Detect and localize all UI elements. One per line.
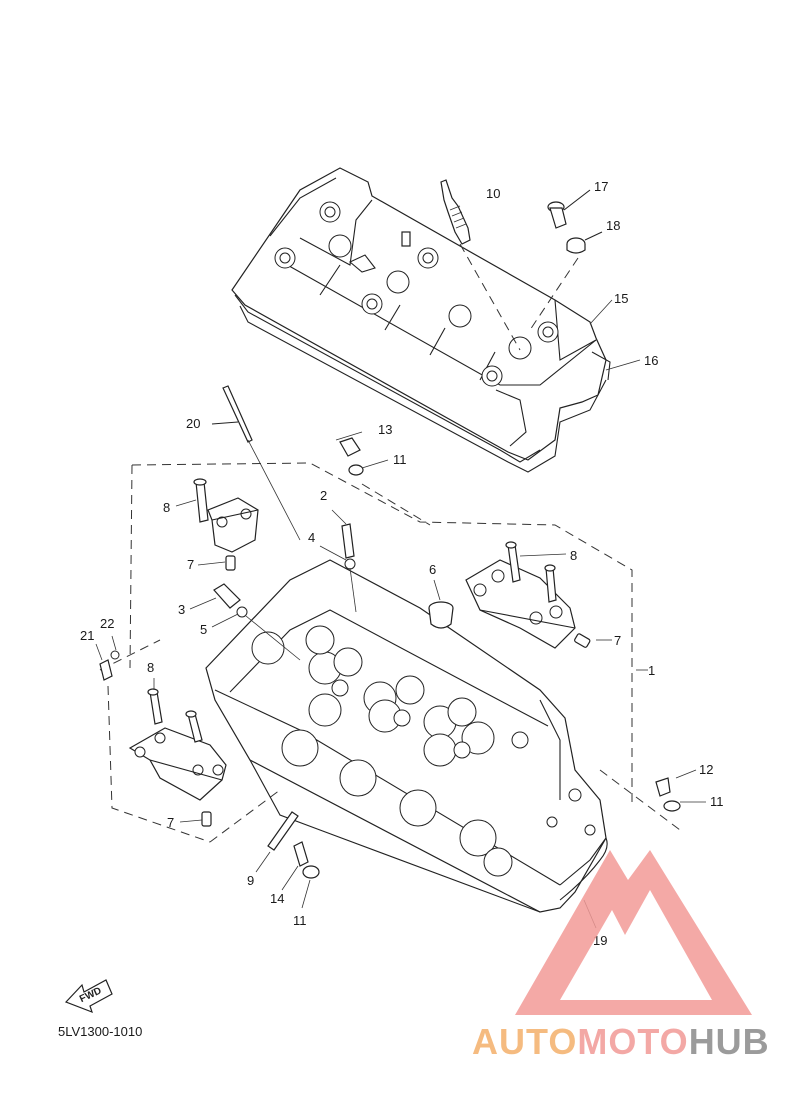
logo-text-moto: MOTO	[577, 1021, 688, 1062]
cylinder-head-cover	[231, 167, 611, 473]
small-bolt-gasket	[99, 650, 120, 681]
callout-21: 21	[80, 628, 94, 643]
callout-11-bottom: 11	[293, 913, 307, 928]
callout-14: 14	[270, 891, 284, 906]
stud-bolt	[211, 385, 301, 541]
callout-9: 9	[247, 873, 254, 888]
leader-lines	[95, 299, 706, 929]
callout-11-right: 11	[710, 794, 724, 809]
head-gasket	[559, 837, 608, 901]
callout-8-lower: 8	[147, 660, 154, 675]
callout-18: 18	[606, 218, 620, 233]
callout-2: 2	[320, 488, 327, 503]
cylinder-head-plug	[428, 601, 454, 629]
cover-washer	[529, 231, 603, 331]
lower-stud	[267, 811, 320, 879]
fwd-arrow-icon: FWD	[64, 979, 113, 1014]
callout-7-right: 7	[614, 633, 621, 648]
callout-16: 16	[644, 353, 658, 368]
callout-6: 6	[429, 562, 436, 577]
top-nut-washer	[339, 437, 364, 476]
callout-11-top: 11	[393, 452, 407, 467]
callout-17: 17	[594, 179, 608, 194]
camshaft-cap-right	[465, 559, 576, 649]
cylinder-head	[205, 559, 607, 913]
right-bolt-washer	[655, 777, 681, 812]
spark-plug	[440, 179, 521, 351]
callout-20: 20	[186, 416, 200, 431]
camshaft-cap-left	[207, 497, 259, 553]
callout-7-left: 7	[187, 557, 194, 572]
camshaft-cap-lower	[128, 727, 227, 801]
callout-12: 12	[699, 762, 713, 777]
diagram-code: 5LV1300-1010	[58, 1024, 142, 1039]
automotohub-logo: AUTOMOTOHUB	[472, 850, 770, 1062]
callout-19: 19	[593, 933, 607, 948]
callout-10: 10	[486, 186, 500, 201]
logo-text-auto: AUTO	[472, 1021, 577, 1062]
logo-triangle-mark	[515, 850, 752, 1015]
callout-13: 13	[378, 422, 392, 437]
svg-text:AUTOMOTOHUB: AUTOMOTOHUB	[472, 1021, 770, 1062]
logo-text-hub: HUB	[689, 1021, 770, 1062]
callout-4: 4	[308, 530, 315, 545]
callout-8-right: 8	[570, 548, 577, 563]
cover-bolt	[547, 189, 591, 229]
cap-bolts	[147, 478, 557, 743]
callout-22: 22	[100, 616, 114, 631]
callout-labels: 1 2 3 4 5 6 7 7 7 8 8 8 9 10 11 11 11 12…	[80, 179, 724, 948]
tube-and-ring	[341, 523, 357, 613]
callout-3: 3	[178, 602, 185, 617]
callout-8-left: 8	[163, 500, 170, 515]
callout-1: 1	[648, 663, 655, 678]
plug-and-oring	[213, 583, 301, 661]
callout-15: 15	[614, 291, 628, 306]
callout-7-lower: 7	[167, 815, 174, 830]
dowel-pins	[201, 555, 591, 827]
callout-5: 5	[200, 622, 207, 637]
